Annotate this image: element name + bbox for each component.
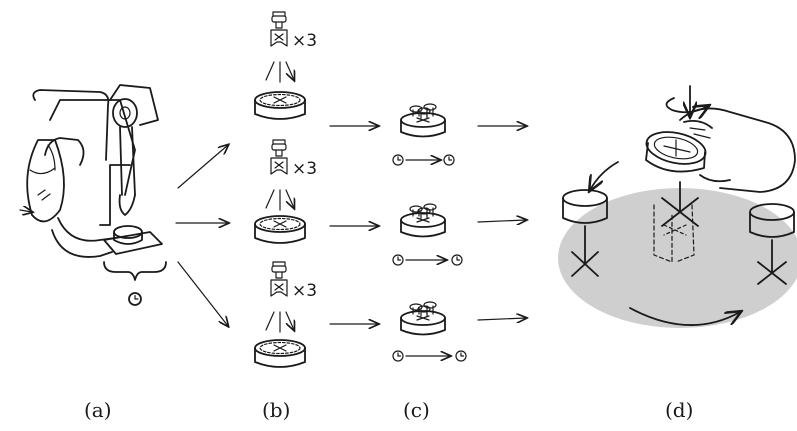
dispense-row-1: ×3 [254, 11, 317, 120]
dropper-icon [270, 261, 288, 297]
rotating-table-scene [558, 85, 797, 328]
clock-icon [392, 254, 404, 266]
clock-icon [392, 154, 404, 166]
panel-label-d: (d) [665, 398, 693, 422]
incubate-row-3 [392, 301, 467, 362]
arrow-a-to-b-bottom [177, 261, 228, 326]
arrow-a-to-b-top [177, 145, 228, 189]
arrow-c-to-d-2 [477, 220, 526, 222]
dish-with-samples-icon [400, 103, 446, 138]
arrow-c-to-d-3 [477, 318, 526, 320]
dropper-icon [270, 11, 288, 47]
panel-label-b: (b) [262, 398, 290, 422]
robot-arm-pouring-icon [19, 84, 163, 258]
clock-icon [128, 292, 142, 306]
center-stand [653, 181, 699, 263]
incubate-row-2 [392, 203, 463, 266]
clock-icon [455, 350, 467, 362]
left-stand [562, 189, 608, 277]
clock-icon [451, 254, 463, 266]
clock-icon [443, 154, 455, 166]
dispense-row-2: ×3 [254, 139, 317, 244]
panel-label-a: (a) [84, 398, 112, 422]
timing-brace [103, 261, 167, 281]
petri-dish-icon [254, 91, 306, 120]
dropper-icon [270, 139, 288, 175]
dispense-row-3: ×3 [254, 261, 317, 368]
rotation-arrows [590, 85, 740, 326]
dish-with-samples-icon [400, 203, 446, 238]
petri-dish-icon [254, 339, 306, 368]
clock-icon [392, 350, 404, 362]
right-stand [749, 203, 795, 285]
multiplier-label: ×3 [292, 281, 317, 301]
multiplier-label: ×3 [292, 159, 317, 179]
turntable-surface [558, 188, 797, 328]
panel-label-c: (c) [403, 398, 430, 422]
hand-rotating-icon [645, 107, 796, 193]
dish-with-samples-icon [400, 301, 446, 336]
incubate-row-1 [392, 103, 455, 166]
multiplier-label: ×3 [292, 31, 317, 51]
petri-dish-icon [254, 215, 306, 244]
